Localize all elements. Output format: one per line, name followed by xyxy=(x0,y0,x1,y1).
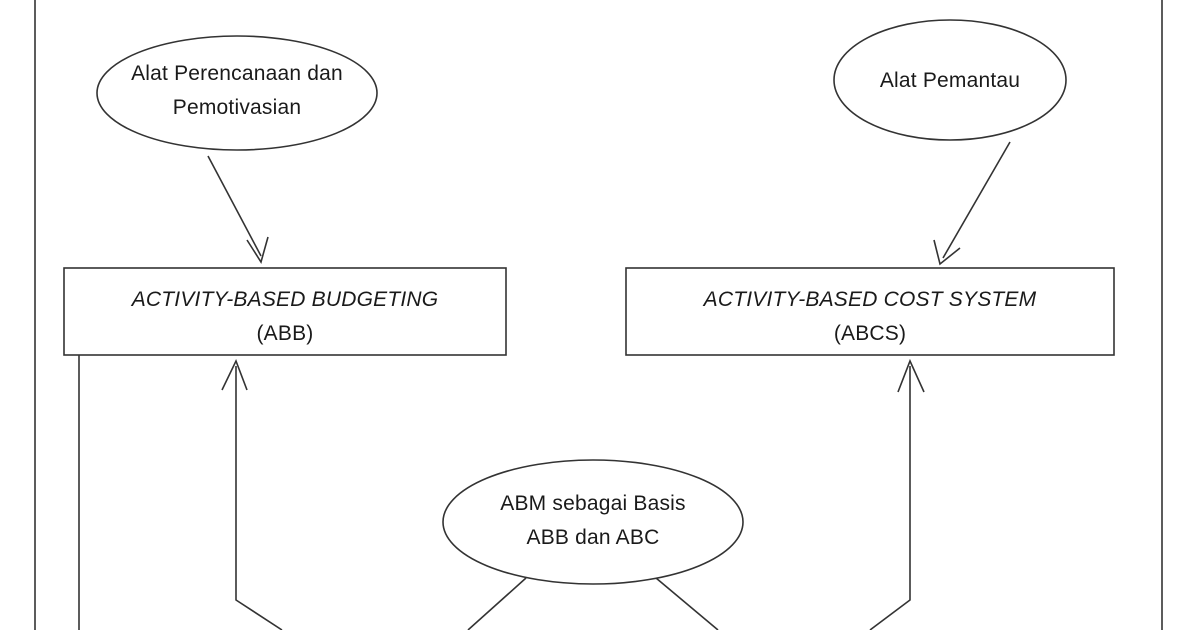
monitoring-tool-ellipse xyxy=(833,19,1067,141)
arrowhead-monitoring-to-abcs xyxy=(933,239,961,266)
abcs-box-label: ACTIVITY-BASED COST SYSTEM (ABCS) xyxy=(626,283,1114,351)
connector-abcs-bottom xyxy=(869,366,911,630)
planning-tool-line2: Pemotivasian xyxy=(172,96,302,119)
abm-basis-ellipse xyxy=(442,459,744,585)
planning-tool-line1: Alat Perencanaan dan xyxy=(131,62,343,85)
connector-abm-to-abb xyxy=(467,577,527,630)
abb-box-rect xyxy=(63,267,507,356)
abb-box-label: ACTIVITY-BASED BUDGETING (ABB) xyxy=(64,283,506,351)
monitoring-tool-line1: Alat Pemantau xyxy=(879,69,1021,92)
arrow-monitoring-to-abcs xyxy=(942,141,1011,259)
planning-tool-label: Alat Perencanaan dan Pemotivasian xyxy=(97,57,377,125)
abm-basis-label: ABM sebagai Basis ABB dan ABC xyxy=(463,487,723,555)
arrowhead-abm-to-abb xyxy=(221,358,248,391)
planning-tool-ellipse xyxy=(96,35,378,151)
abb-box-abbrev: (ABB) xyxy=(256,322,314,345)
arrow-planning-to-abb xyxy=(207,155,262,257)
arrowhead-abm-to-abcs xyxy=(897,358,925,393)
monitoring-tool-label: Alat Pemantau xyxy=(850,64,1050,98)
arrowhead-planning-to-abb xyxy=(246,236,269,264)
abcs-box-rect xyxy=(625,267,1115,356)
abm-basis-line2: ABB dan ABC xyxy=(526,526,660,549)
connector-abm-to-abcs xyxy=(655,577,719,630)
abm-basis-line1: ABM sebagai Basis xyxy=(500,492,686,515)
abb-box-title: ACTIVITY-BASED BUDGETING xyxy=(131,288,439,311)
abcs-box-title: ACTIVITY-BASED COST SYSTEM xyxy=(703,288,1037,311)
abcs-box-abbrev: (ABCS) xyxy=(833,322,907,345)
connector-abb-bottom xyxy=(235,366,283,630)
